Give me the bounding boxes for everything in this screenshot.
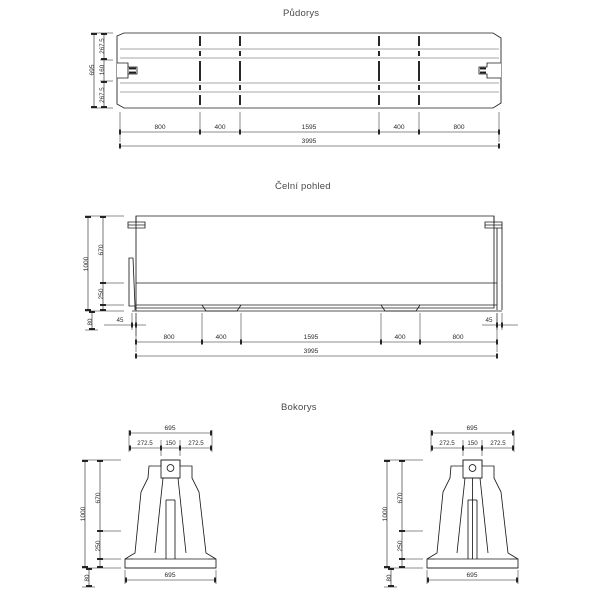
- pudorys-geometry: [116, 32, 502, 109]
- dim-celni-h2: 250: [98, 288, 105, 299]
- dim-celni-offset-right: 45: [486, 317, 493, 324]
- dim-pudorys-w1: 267.5: [99, 38, 106, 54]
- dim-celni-l4: 400: [394, 334, 405, 341]
- bokorys-left-base-dimension: 695: [124, 570, 217, 584]
- view-title-pudorys: Půdorys: [283, 8, 320, 19]
- dim-pudorys-l5: 800: [453, 124, 464, 131]
- dim-bok-left-h3: 80: [84, 574, 91, 581]
- dim-pudorys-w3: 267.5: [99, 87, 106, 103]
- bokorys-right-geometry: [426, 459, 519, 569]
- dim-pudorys-total: 3995: [302, 138, 317, 145]
- dim-bok-right-top-width: 695: [466, 425, 477, 432]
- view-title-bokorys: Bokorys: [281, 402, 317, 413]
- celni-pohled-length-dimensions: 800 400 1595 400 800 3995: [135, 313, 498, 359]
- bokorys-left-height-dimensions: 1000 670 250 80: [80, 459, 121, 588]
- dim-celni-l2: 400: [215, 334, 226, 341]
- view-title-celni-pohled: Čelní pohled: [275, 181, 331, 192]
- dim-bok-right-h1: 670: [397, 492, 404, 503]
- pudorys-length-dimensions: 800 400 1595 400 800 3995: [119, 112, 500, 149]
- dim-celni-h3: 80: [87, 318, 94, 325]
- bokorys-right-height-dimensions: 1000 670 250 80: [382, 459, 423, 588]
- celni-pohled-geometry: [127, 215, 503, 312]
- dim-bok-left-height-total: 1000: [80, 506, 87, 521]
- dim-bok-left-w3: 272.5: [188, 440, 204, 447]
- dim-bok-left-w2: 150: [165, 440, 176, 447]
- dim-pudorys-l1: 800: [154, 124, 165, 131]
- dim-bok-right-h2: 250: [397, 540, 404, 551]
- dim-bok-right-base-width: 695: [466, 572, 477, 579]
- bokorys-right-base-dimension: 695: [426, 570, 519, 584]
- dim-bok-left-w1: 272.5: [137, 440, 153, 447]
- dim-pudorys-l4: 400: [393, 124, 404, 131]
- celni-pohled-end-offsets: 45 45: [104, 313, 518, 336]
- dim-pudorys-l3: 1595: [302, 124, 317, 131]
- dim-celni-total: 3995: [304, 348, 319, 355]
- celni-pohled-height-dimensions: 1000 670 250 80: [83, 215, 124, 331]
- bokorys-left-width-dimensions: 695 272.5 150 272.5: [128, 425, 213, 456]
- pudorys-width-dimensions: 695 267.5 160 267.5: [89, 32, 113, 109]
- dim-bok-right-height-total: 1000: [382, 506, 389, 521]
- dim-pudorys-l2: 400: [214, 124, 225, 131]
- bokorys-left-geometry: [124, 459, 217, 569]
- dim-celni-l5: 800: [452, 334, 463, 341]
- dim-celni-offset-left: 45: [117, 317, 124, 324]
- dim-bok-left-h1: 670: [95, 492, 102, 503]
- dim-celni-height-total: 1000: [83, 256, 90, 271]
- dim-pudorys-w2: 160: [99, 64, 106, 75]
- dim-bok-right-w2: 150: [467, 440, 478, 447]
- dim-celni-l1: 800: [163, 334, 174, 341]
- dim-bok-right-w3: 272.5: [490, 440, 506, 447]
- bokorys-right-width-dimensions: 695 272.5 150 272.5: [430, 425, 515, 456]
- dim-bok-right-w1: 272.5: [439, 440, 455, 447]
- dim-bok-left-base-width: 695: [164, 572, 175, 579]
- dim-celni-h1: 670: [98, 244, 105, 255]
- dim-bok-right-h3: 80: [386, 574, 393, 581]
- dim-pudorys-width-total: 695: [89, 64, 96, 75]
- dim-celni-l3: 1595: [304, 334, 319, 341]
- dim-bok-left-top-width: 695: [164, 425, 175, 432]
- dim-bok-left-h2: 250: [95, 540, 102, 551]
